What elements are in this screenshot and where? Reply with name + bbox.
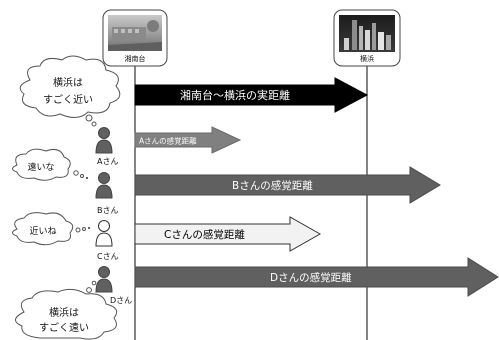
person-c-icon — [95, 220, 113, 247]
thought-bubble-chikaine: 近いね — [12, 212, 91, 246]
person-c-label: Cさん — [97, 252, 119, 261]
arrow-d-label: Dさんの感覚距離 — [270, 271, 352, 284]
person-a-label: Aさん — [97, 157, 118, 166]
arrow-b-distance: Bさんの感覚距離 — [134, 166, 441, 204]
bubble-very-far-line1: 横浜は — [49, 306, 79, 319]
bubble-very-close-line2: すごく近い — [43, 93, 93, 106]
arrow-c-distance: Cさんの感覚距離 — [134, 216, 322, 252]
person-a-icon — [95, 127, 113, 154]
arrow-a-label: Aさんの感覚距離 — [139, 136, 197, 146]
person-b-icon — [95, 172, 113, 199]
bubble-toinaa-text: 遠いな — [27, 161, 54, 173]
shonandai-photo — [108, 15, 162, 51]
arrow-c-label: Cさんの感覚距離 — [164, 228, 245, 241]
shonandai-label: 湘南台 — [125, 54, 146, 63]
person-d-label: Dさん — [110, 296, 132, 305]
person-d-icon — [95, 266, 113, 293]
location-card-yokohama: 横浜 — [333, 9, 401, 67]
arrow-a-distance: Aさんの感覚距離 — [134, 126, 242, 154]
bubble-chikaine-text: 近いね — [29, 225, 56, 237]
person-b-label: Bさん — [97, 206, 119, 215]
thought-bubble-very-close: 横浜は すごく近い — [19, 55, 121, 127]
bubble-very-far-line2: すごく遠い — [39, 321, 89, 334]
arrow-d-distance: Dさんの感覚距離 — [134, 257, 499, 297]
thought-bubble-very-far: 横浜は すごく遠い — [15, 280, 118, 340]
yokohama-label: 横浜 — [360, 54, 374, 63]
bubble-very-close-line1: 横浜は — [53, 76, 83, 89]
yokohama-photo — [339, 15, 395, 52]
thought-bubble-toinaa: 遠いな — [12, 148, 89, 181]
arrow-b-label: Bさんの感覚距離 — [232, 179, 313, 192]
arrow-actual-distance: 湘南台～横浜の実距離 — [134, 77, 369, 113]
location-card-shonandai: 湘南台 — [102, 9, 168, 67]
arrow-actual-label: 湘南台～横浜の実距離 — [180, 88, 290, 102]
